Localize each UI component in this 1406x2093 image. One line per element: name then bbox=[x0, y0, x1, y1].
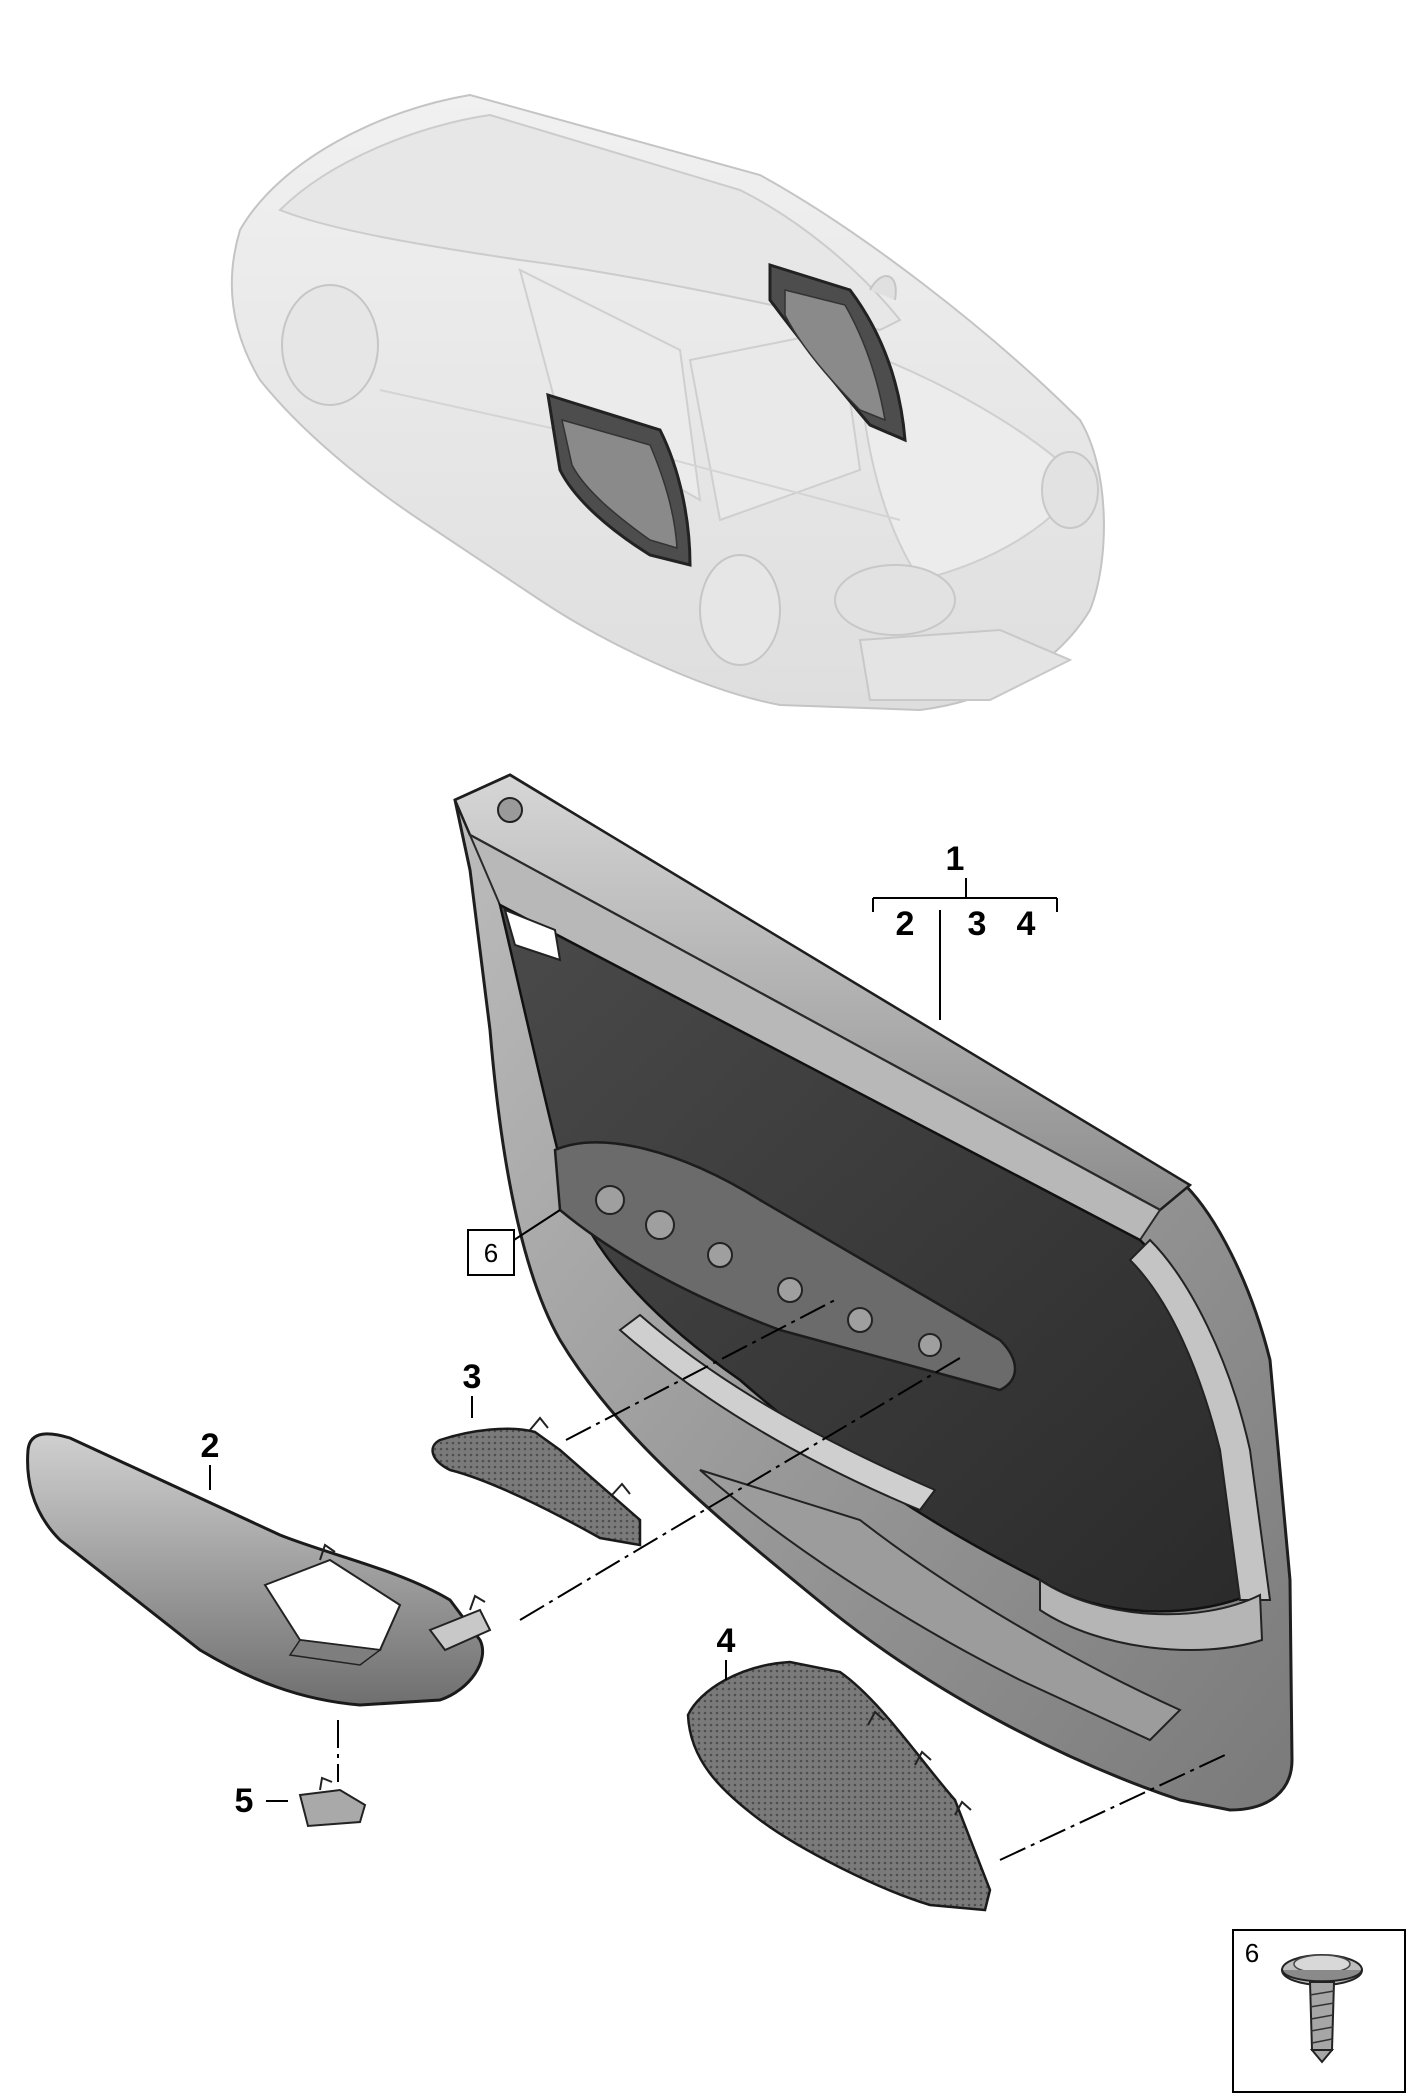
legend-box-6: 6 bbox=[1232, 1929, 1406, 2093]
callout-5: 5 bbox=[235, 1782, 254, 1820]
armrest bbox=[26, 1432, 492, 1707]
callout-1: 1 bbox=[946, 840, 965, 878]
callout-sub-3: 3 bbox=[968, 905, 987, 943]
mounting-bosses bbox=[595, 1185, 942, 1357]
car-overview bbox=[230, 93, 1105, 712]
callout-sub-4: 4 bbox=[1017, 905, 1036, 943]
screw-icon bbox=[1281, 1954, 1363, 2064]
clip-cover bbox=[298, 1776, 367, 1828]
reference-box-6-label: 6 bbox=[484, 1238, 498, 1268]
callout-4: 4 bbox=[717, 1622, 736, 1660]
callouts: 1 2 3 4 6 3 2 4 5 bbox=[201, 840, 1058, 1820]
callout-2: 2 bbox=[201, 1427, 220, 1465]
callout-3: 3 bbox=[463, 1358, 482, 1396]
callout-sub-2: 2 bbox=[896, 905, 915, 943]
assembly-lines bbox=[337, 1299, 1226, 1861]
trim-insert-lower bbox=[686, 1660, 992, 1912]
door-trim-panel bbox=[453, 773, 1294, 1812]
legend-box-6-label: 6 bbox=[1245, 1938, 1259, 1968]
trim-insert-upper bbox=[431, 1416, 642, 1547]
reference-box-6 bbox=[467, 1229, 515, 1276]
